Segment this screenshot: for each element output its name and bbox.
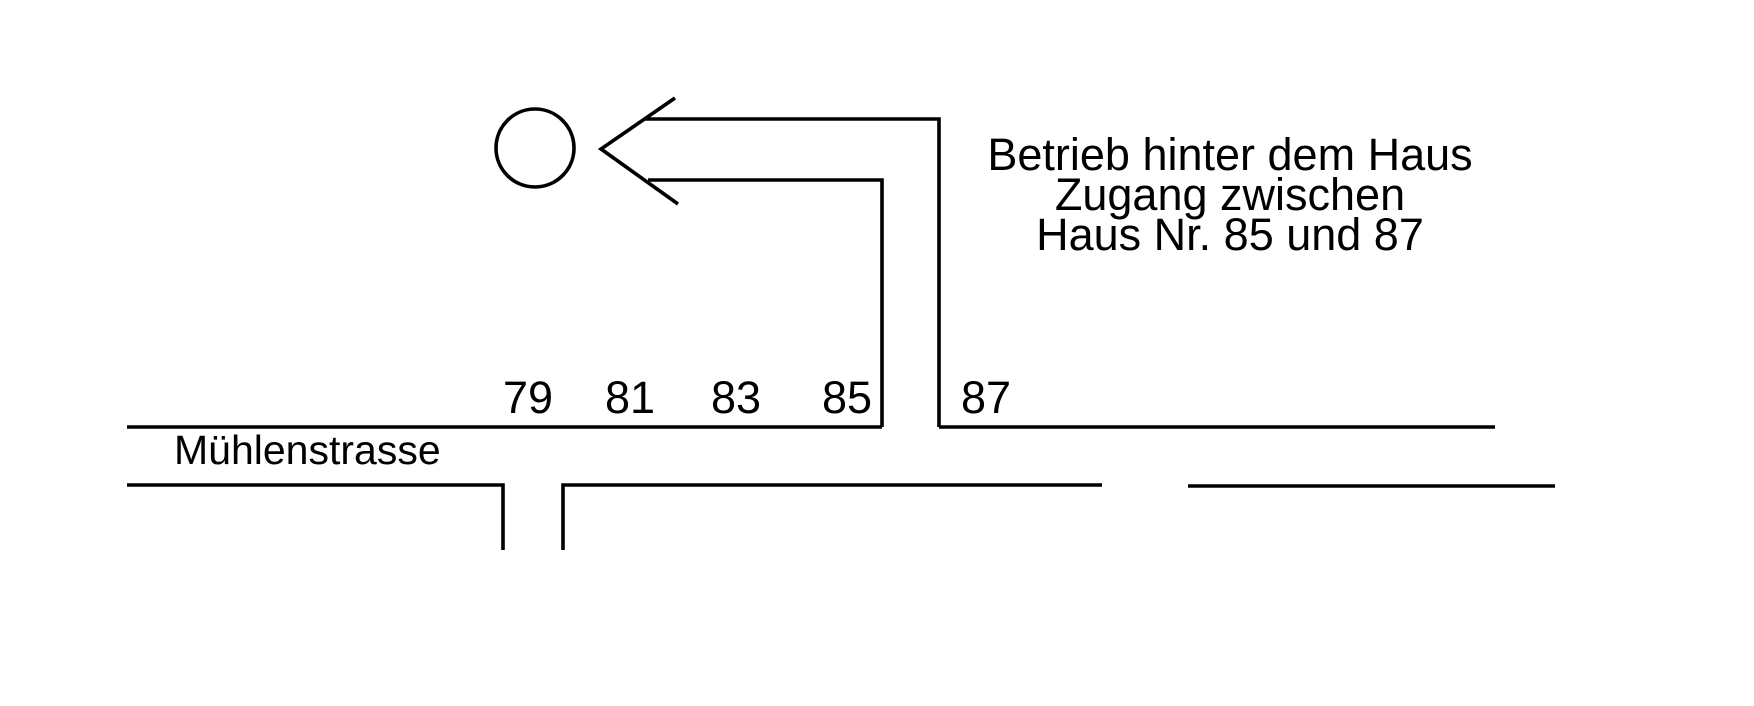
line-work [127,96,1555,550]
route-upper-line [645,117,941,427]
street-south-edge-left [127,483,505,550]
street-south-edge-middle [561,483,1102,550]
house-number-83: 83 [710,372,762,423]
access-note: Betrieb hinter dem Haus Zugang zwischen … [987,129,1473,260]
street-name-label: Mühlenstrasse [174,427,441,473]
destination-circle-icon [494,107,576,189]
house-number-79: 79 [502,372,554,423]
house-number-81: 81 [604,372,656,423]
house-number-87: 87 [960,372,1012,423]
route-lower-line [648,178,884,427]
house-number-85: 85 [821,372,873,423]
arrow-head-icon [597,96,680,206]
access-note-line-3: Haus Nr. 85 und 87 [1036,209,1424,260]
access-note-line-1: Betrieb hinter dem Haus [987,129,1473,180]
access-note-line-2: Zugang zwischen [1054,169,1406,220]
